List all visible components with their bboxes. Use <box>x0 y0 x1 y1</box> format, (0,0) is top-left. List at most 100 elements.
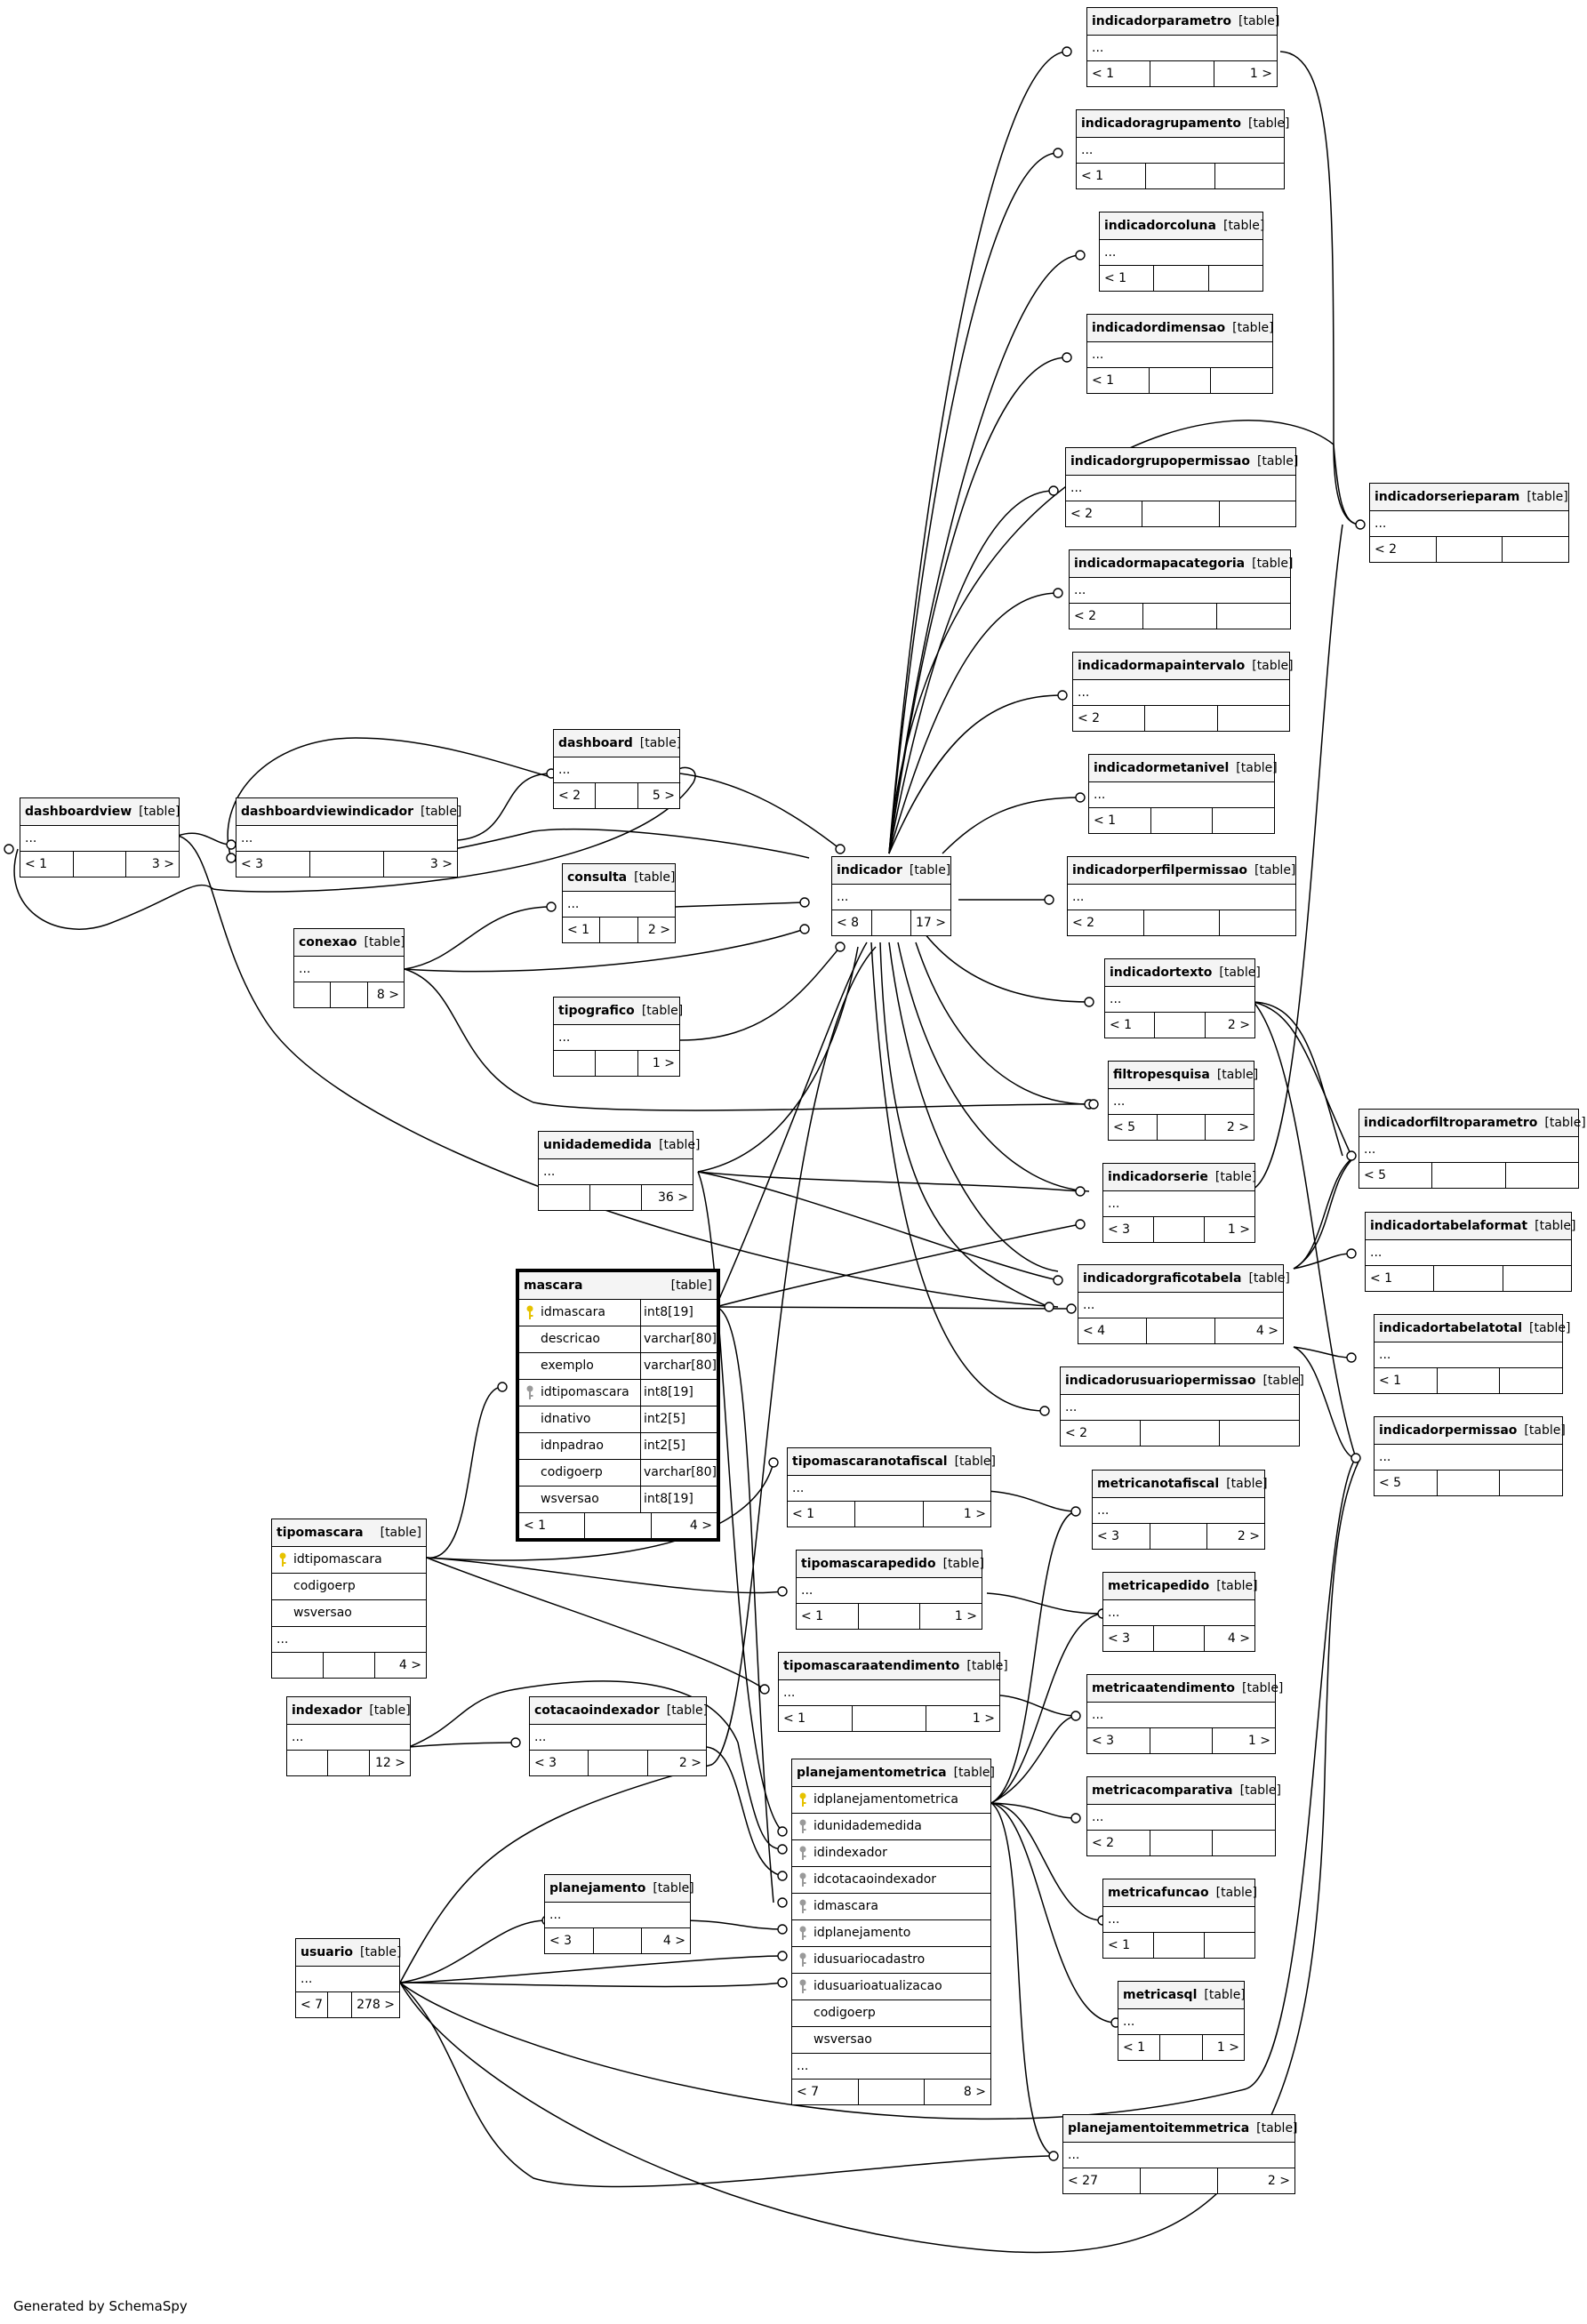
table-indicadorcoluna[interactable]: indicadorcoluna[table]...< 1 <box>1099 212 1264 292</box>
parents-count[interactable]: < 3 <box>1108 1222 1131 1237</box>
children-count[interactable]: 1 > <box>1201 2035 1244 2060</box>
children-count[interactable]: 8 > <box>366 982 404 1007</box>
children-count[interactable]: 1 > <box>637 1051 679 1076</box>
parents-count[interactable]: < 2 <box>1072 916 1095 930</box>
children-count[interactable]: 1 > <box>1213 61 1277 86</box>
table-planejamentometrica[interactable]: planejamentometrica [table] idplanejamen… <box>791 1759 995 2105</box>
children-count[interactable] <box>1216 604 1290 629</box>
children-count[interactable]: 1 > <box>1204 1217 1254 1242</box>
table-unidademedida[interactable]: unidademedida[table]...36 > <box>538 1131 700 1211</box>
parents-count[interactable]: < 1 <box>1094 813 1117 828</box>
children-count[interactable]: 2 > <box>637 918 675 942</box>
parents-count[interactable]: < 2 <box>1065 1426 1088 1440</box>
parents-count[interactable]: < 27 <box>1068 2174 1098 2188</box>
table-indicadorperfilpermissao[interactable]: indicadorperfilpermissao[table]...< 2 <box>1067 856 1296 936</box>
table-indicadorfiltroparametro[interactable]: indicadorfiltroparametro[table]...< 5 <box>1359 1109 1586 1189</box>
children-count[interactable]: 4 > <box>374 1653 426 1678</box>
children-count[interactable]: 5 > <box>637 783 679 808</box>
table-indicadortabelatotal[interactable]: indicadortabelatotal[table]...< 1 <box>1374 1314 1570 1394</box>
parents-count[interactable]: < 1 <box>792 1507 815 1521</box>
children-count[interactable]: 1 > <box>919 1604 982 1629</box>
table-indicadormapacategoria[interactable]: indicadormapacategoria[table]...< 2 <box>1069 549 1294 629</box>
parents-count[interactable]: < 1 <box>25 857 48 871</box>
parents-count[interactable]: < 2 <box>1375 542 1398 557</box>
children-count[interactable]: 2 > <box>1205 1115 1254 1140</box>
parents-count[interactable]: < 1 <box>1104 271 1127 285</box>
parents-count[interactable]: < 1 <box>1081 169 1104 183</box>
children-count[interactable] <box>1499 1368 1562 1393</box>
parents-count[interactable] <box>294 982 330 1007</box>
children-count[interactable]: 36 > <box>641 1185 693 1210</box>
children-count[interactable]: 1 > <box>926 1706 999 1731</box>
parents-count[interactable]: < 1 <box>1110 1018 1133 1032</box>
table-indicadorgrupopermissao[interactable]: indicadorgrupopermissao[table]...< 2 <box>1065 447 1298 527</box>
table-indicadoragrupamento[interactable]: indicadoragrupamento[table]...< 1 <box>1076 109 1289 189</box>
table-indicadorusuariopermissao[interactable]: indicadorusuariopermissao[table]...< 2 <box>1060 1366 1304 1446</box>
children-count[interactable] <box>1204 1933 1254 1958</box>
table-indicadorserieparam[interactable]: indicadorserieparam[table]...< 2 <box>1369 483 1569 563</box>
parents-count[interactable]: < 1 <box>1092 67 1115 81</box>
parents-count[interactable]: < 2 <box>1092 1836 1115 1850</box>
children-count[interactable]: 1 > <box>922 1502 990 1527</box>
parents-count[interactable]: < 2 <box>1078 711 1101 725</box>
parents-count[interactable]: < 3 <box>1092 1734 1115 1748</box>
children-count[interactable] <box>1218 501 1295 526</box>
children-count[interactable]: 4 > <box>1214 1318 1283 1343</box>
children-count[interactable] <box>1216 706 1289 731</box>
parents-count[interactable]: < 2 <box>558 789 581 803</box>
children-count[interactable]: 3 > <box>383 852 457 877</box>
table-indicadordimensao[interactable]: indicadordimensao[table]...< 1 <box>1086 314 1274 394</box>
children-count[interactable] <box>1219 910 1295 935</box>
children-count[interactable]: 2 > <box>646 1751 706 1775</box>
parents-count[interactable]: < 5 <box>1113 1120 1136 1134</box>
parents-count[interactable]: < 1 <box>1092 373 1115 388</box>
children-count[interactable] <box>1499 1471 1562 1495</box>
table-indicadorpermissao[interactable]: indicadorpermissao[table]...< 5 <box>1374 1416 1566 1496</box>
children-count[interactable]: 2 > <box>1204 1013 1254 1038</box>
parents-count[interactable]: < 1 <box>1370 1271 1393 1286</box>
children-count[interactable] <box>1212 1831 1275 1855</box>
parents-count[interactable]: < 2 <box>1070 507 1094 521</box>
parents-count[interactable]: < 1 <box>1108 1938 1131 1952</box>
parents-count[interactable]: < 7 <box>301 1998 324 2012</box>
children-count[interactable]: 4 > <box>641 1928 690 1953</box>
children-count[interactable]: 4 > <box>1204 1626 1254 1651</box>
parents-count[interactable]: < 3 <box>241 857 264 871</box>
children-count[interactable] <box>1219 1421 1299 1446</box>
parents-count[interactable] <box>272 1653 323 1678</box>
parents-count[interactable]: < 3 <box>534 1756 557 1770</box>
children-count[interactable] <box>1502 1266 1571 1291</box>
parents-count[interactable]: < 1 <box>1379 1374 1402 1388</box>
parents-count[interactable]: < 1 <box>783 1711 806 1726</box>
parents-count[interactable]: < 3 <box>549 1934 573 1948</box>
children-count[interactable]: 2 > <box>1217 2168 1294 2193</box>
children-count[interactable]: 3 > <box>125 852 179 877</box>
parents-count[interactable]: < 8 <box>837 916 860 930</box>
children-count[interactable] <box>1214 164 1284 188</box>
table-indicadormetanivel[interactable]: indicadormetanivel[table]...< 1 <box>1088 754 1278 834</box>
children-count[interactable]: 2 > <box>1206 1524 1264 1549</box>
table-metricacomparativa[interactable]: metricacomparativa[table]...< 2 <box>1086 1776 1281 1856</box>
children-count[interactable] <box>1207 266 1262 291</box>
parents-count[interactable]: < 2 <box>1074 609 1097 623</box>
children-count[interactable]: 4 > <box>650 1513 717 1538</box>
children-count[interactable]: 12 > <box>368 1751 410 1775</box>
table-indicadormapaintervalo[interactable]: indicadormapaintervalo[table]...< 2 <box>1072 652 1294 732</box>
